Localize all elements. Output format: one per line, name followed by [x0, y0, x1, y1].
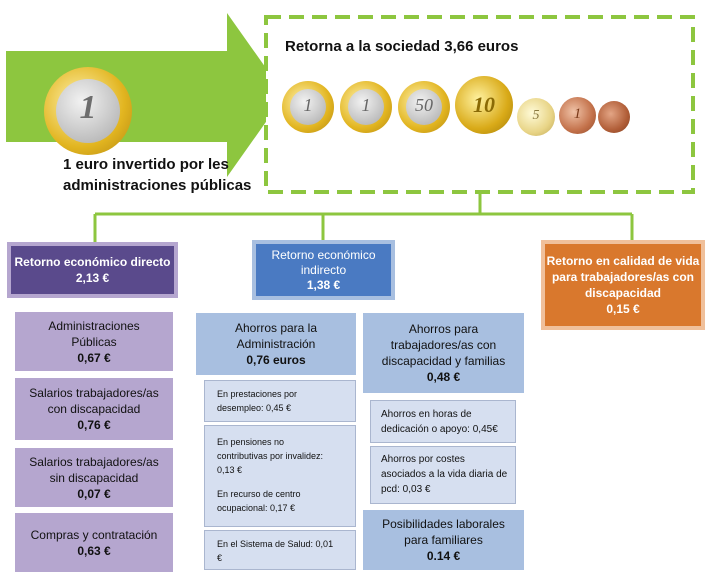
families-savings-box: Ahorros para trabajadores/as con discapa… — [363, 313, 524, 393]
families-detail-horas: Ahorros en horas de dedicación o apoyo: … — [370, 400, 516, 443]
invest-label: 1 euro invertido por les administracione… — [63, 156, 252, 194]
one-euro-coin-icon: 50 — [398, 81, 450, 133]
one-euro-coin-icon: 1 — [340, 81, 392, 133]
direct-item-compras: Compras y contratación 0,63 € — [15, 513, 173, 572]
one-cent-coin-icon — [598, 101, 630, 133]
one-euro-coin-icon: 1 — [282, 81, 334, 133]
quality-return-value: 0,15 € — [606, 302, 640, 316]
direct-return-box: Retorno económico directo 2,13 € — [7, 242, 178, 298]
fifty-cent-coin-icon: 10 — [455, 76, 513, 134]
quality-return-box: Retorno en calidad de vida para trabajad… — [541, 240, 705, 330]
direct-item-salarios-sin: Salarios trabajadores/as sin discapacida… — [15, 448, 173, 507]
admin-detail-salud: En el Sistema de Salud: 0,01 € — [204, 530, 356, 570]
one-euro-coin-icon: 1 — [44, 67, 132, 155]
admin-detail-pensiones: En pensiones no contributivas por invali… — [204, 425, 356, 527]
admin-savings-box: Ahorros para la Administración 0,76 euro… — [196, 313, 356, 375]
direct-return-title: Retorno económico directo — [14, 255, 171, 269]
families-job-opportunities-box: Posibilidades laborales para familiares … — [363, 510, 524, 570]
indirect-return-value: 1,38 € — [306, 277, 341, 292]
direct-return-value: 2,13 € — [75, 271, 110, 285]
direct-item-salarios-con: Salarios trabajadores/as con discapacida… — [15, 378, 173, 440]
quality-return-title: Retorno en calidad de vida para trabajad… — [546, 254, 700, 300]
indirect-return-box: Retorno económico indirecto 1,38 € — [252, 240, 395, 300]
ten-cent-coin-icon: 5 — [517, 98, 555, 136]
indirect-return-title: Retorno económico indirecto — [271, 247, 376, 277]
return-title: Retorna a la sociedad 3,66 euros — [285, 38, 519, 55]
direct-item-administraciones: Administraciones Públicas 0,67 € — [15, 312, 173, 371]
families-detail-costes: Ahorros por costes asociados a la vida d… — [370, 446, 516, 504]
admin-detail-desempleo: En prestaciones por desempleo: 0,45 € — [204, 380, 356, 422]
five-cent-coin-icon: 1 — [559, 97, 596, 134]
